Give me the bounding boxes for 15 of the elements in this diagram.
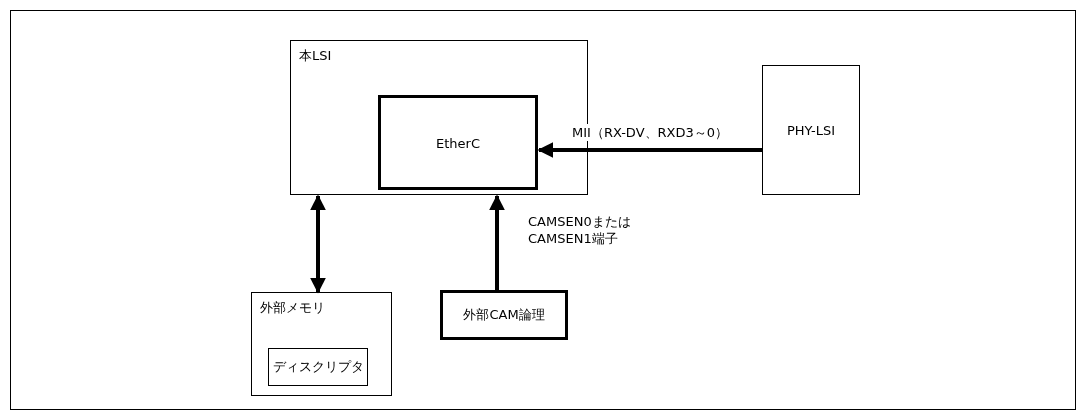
box-label: 本LSI (299, 47, 332, 65)
memory-box (251, 292, 392, 396)
box-label: 外部CAM論理 (463, 306, 545, 324)
chip-box (290, 40, 588, 195)
logic-box (440, 290, 568, 340)
arrow (489, 194, 505, 290)
box-label: PHY-LSI (787, 122, 835, 138)
double-arrow (310, 194, 326, 294)
box-label: ディスクリプタ (272, 358, 364, 376)
arrow (537, 142, 762, 158)
box-label: EtherC (436, 135, 480, 150)
box-label: 外部メモリ (260, 299, 325, 317)
phy-box (762, 65, 860, 195)
controller-box (378, 95, 538, 190)
descriptor-box (268, 348, 368, 386)
